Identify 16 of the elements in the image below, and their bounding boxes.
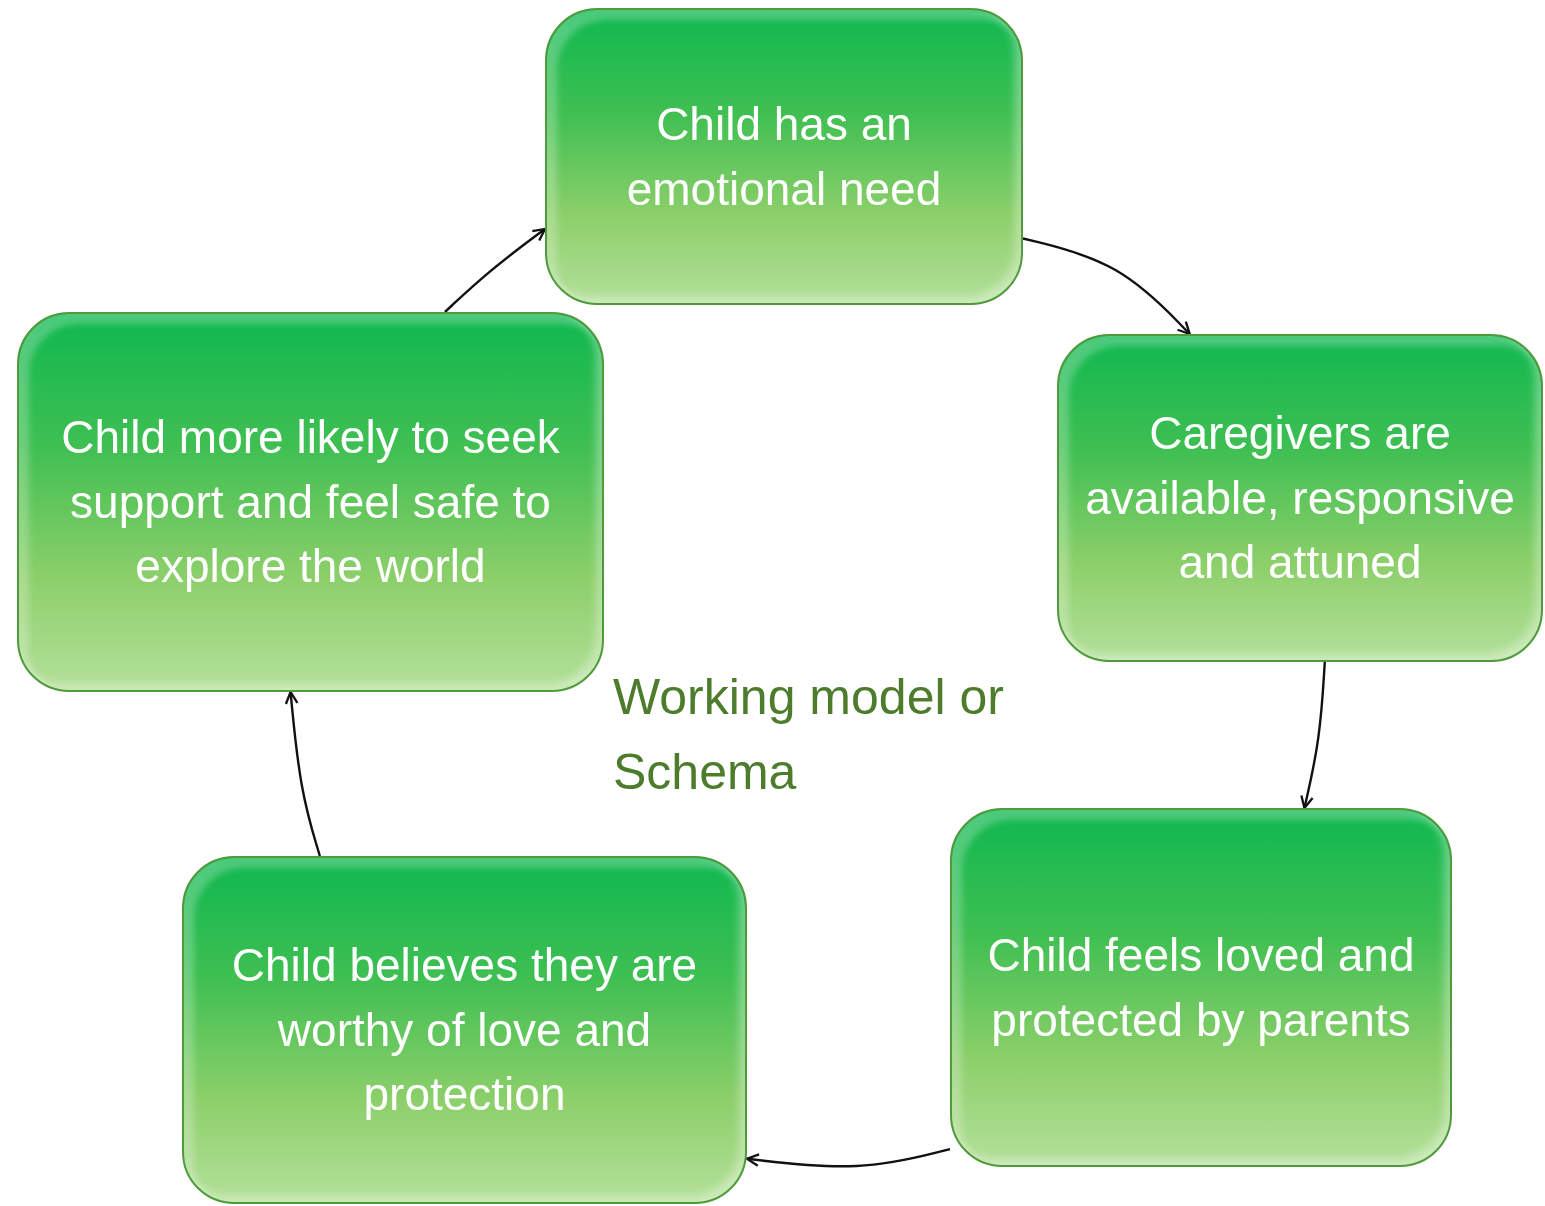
box-text: Caregivers are available, responsive and attuned — [1084, 406, 1516, 591]
arrow — [745, 1147, 951, 1168]
process-box — [17, 312, 604, 692]
process-box — [182, 856, 747, 1204]
arrow — [444, 227, 547, 313]
process-box — [1057, 334, 1543, 662]
box-text: Child more likely to seek support and feel safe to explore the world — [60, 410, 561, 595]
center-label: Working model or Schema — [613, 668, 1005, 802]
arrow — [284, 690, 321, 857]
box-text: Child feels loved and protected by parents — [986, 928, 1416, 1048]
box-text: Child has an emotional need — [625, 97, 943, 217]
arrow — [1022, 237, 1191, 336]
process-box — [950, 808, 1452, 1167]
box-text: Child believes they are worthy of love and protection — [230, 938, 699, 1123]
process-box — [545, 8, 1023, 305]
arrow — [1300, 661, 1326, 810]
